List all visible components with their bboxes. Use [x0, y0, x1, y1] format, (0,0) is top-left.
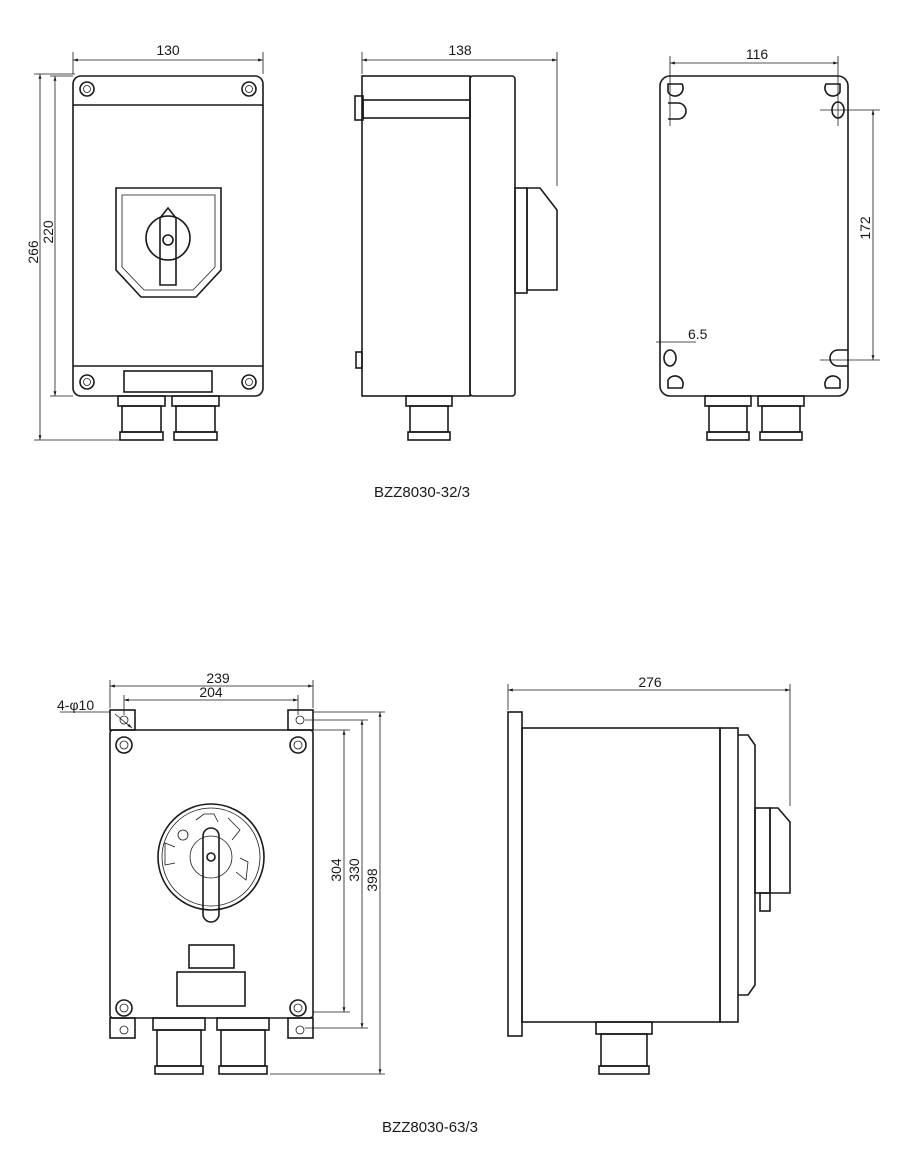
model-title-top: BZZ8030-32/3 [374, 484, 470, 501]
dim-hole-spacing-h: 204 [199, 684, 223, 700]
dim-hole-spacing-h: 116 [746, 46, 769, 62]
dim-height-body: 220 [40, 220, 56, 244]
dim-width-total: 239 [206, 670, 230, 686]
top-side-view: 138 [354, 42, 558, 441]
dim-hole-spacing-v: 330 [346, 858, 362, 882]
top-back-view: 116 172 6.5 [656, 46, 880, 441]
dim-holes: 4-φ10 [57, 697, 94, 713]
bottom-side-view: 276 [507, 674, 791, 1075]
dim-height-body: 304 [328, 858, 344, 882]
dim-height-total: 266 [25, 240, 41, 264]
dim-slot-width: 6.5 [688, 326, 708, 342]
dim-depth: 138 [448, 42, 472, 58]
cable-gland-icon [152, 1017, 270, 1075]
rotary-handle-icon [145, 206, 191, 286]
screw-icon [115, 736, 307, 1017]
rotary-dial-icon [157, 803, 265, 923]
dim-depth: 276 [638, 674, 662, 690]
top-front-view: 130 266 220 [25, 42, 264, 441]
bottom-front-view: 239 204 4-φ10 304 330 398 [57, 670, 385, 1075]
model-title-bottom: BZZ8030-63/3 [382, 1119, 478, 1136]
dim-hole-spacing-v: 172 [857, 216, 873, 240]
dim-height-total: 398 [364, 868, 380, 892]
screw-icon [79, 81, 257, 390]
cable-gland-icon [117, 395, 220, 441]
dim-width: 130 [156, 42, 180, 58]
